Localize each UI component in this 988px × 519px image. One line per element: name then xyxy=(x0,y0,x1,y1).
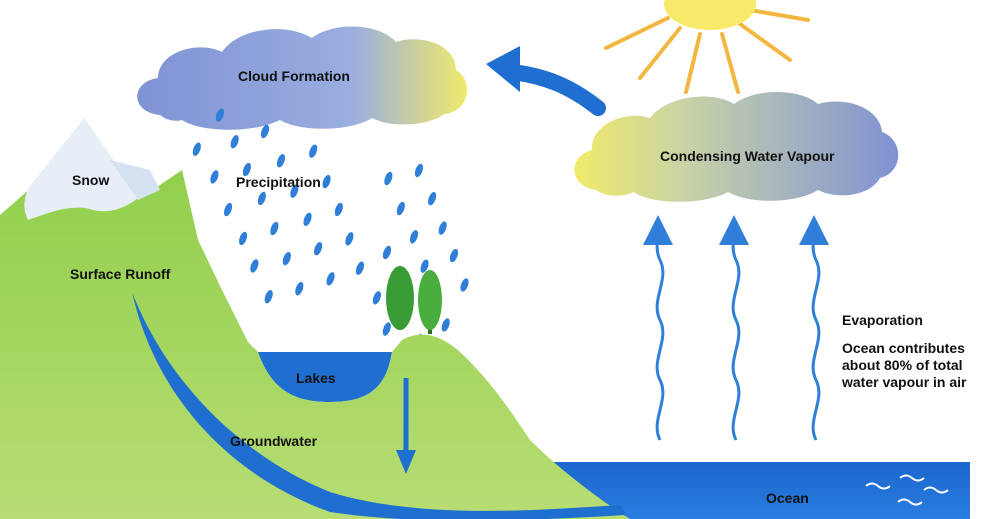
evaporation-arrows xyxy=(642,215,829,441)
trees xyxy=(386,266,442,334)
cloud-formation-cloud xyxy=(137,26,468,130)
sun xyxy=(604,0,810,94)
evaporation-arrow-2 xyxy=(718,215,749,441)
condensation-flow-arrow xyxy=(486,46,606,116)
ocean-note-line-1: Ocean contributes xyxy=(842,340,965,356)
ocean-waves xyxy=(865,474,949,506)
ocean xyxy=(520,462,970,519)
label-snow: Snow xyxy=(72,172,110,188)
ocean-contribution-note: Ocean contributes about 80% of total wat… xyxy=(842,340,982,391)
label-groundwater: Groundwater xyxy=(230,433,318,449)
condensing-cloud xyxy=(574,92,899,202)
evaporation-arrow-1 xyxy=(642,215,673,441)
label-surface-runoff: Surface Runoff xyxy=(70,266,171,282)
label-cloud-formation: Cloud Formation xyxy=(238,68,350,84)
evaporation-arrow-3 xyxy=(798,215,829,441)
groundwater-flow xyxy=(132,292,626,519)
ocean-note-line-2: about 80% of total xyxy=(842,357,963,373)
label-evaporation: Evaporation xyxy=(842,312,923,328)
land-mass xyxy=(0,118,630,519)
ocean-note-line-3: water vapour in air xyxy=(842,374,967,390)
lake xyxy=(258,352,392,402)
label-condensing-water-vapour: Condensing Water Vapour xyxy=(660,148,835,164)
infiltration-arrow xyxy=(396,378,416,474)
label-lakes: Lakes xyxy=(296,370,336,386)
label-precipitation: Precipitation xyxy=(236,174,321,190)
label-ocean: Ocean xyxy=(766,490,809,506)
